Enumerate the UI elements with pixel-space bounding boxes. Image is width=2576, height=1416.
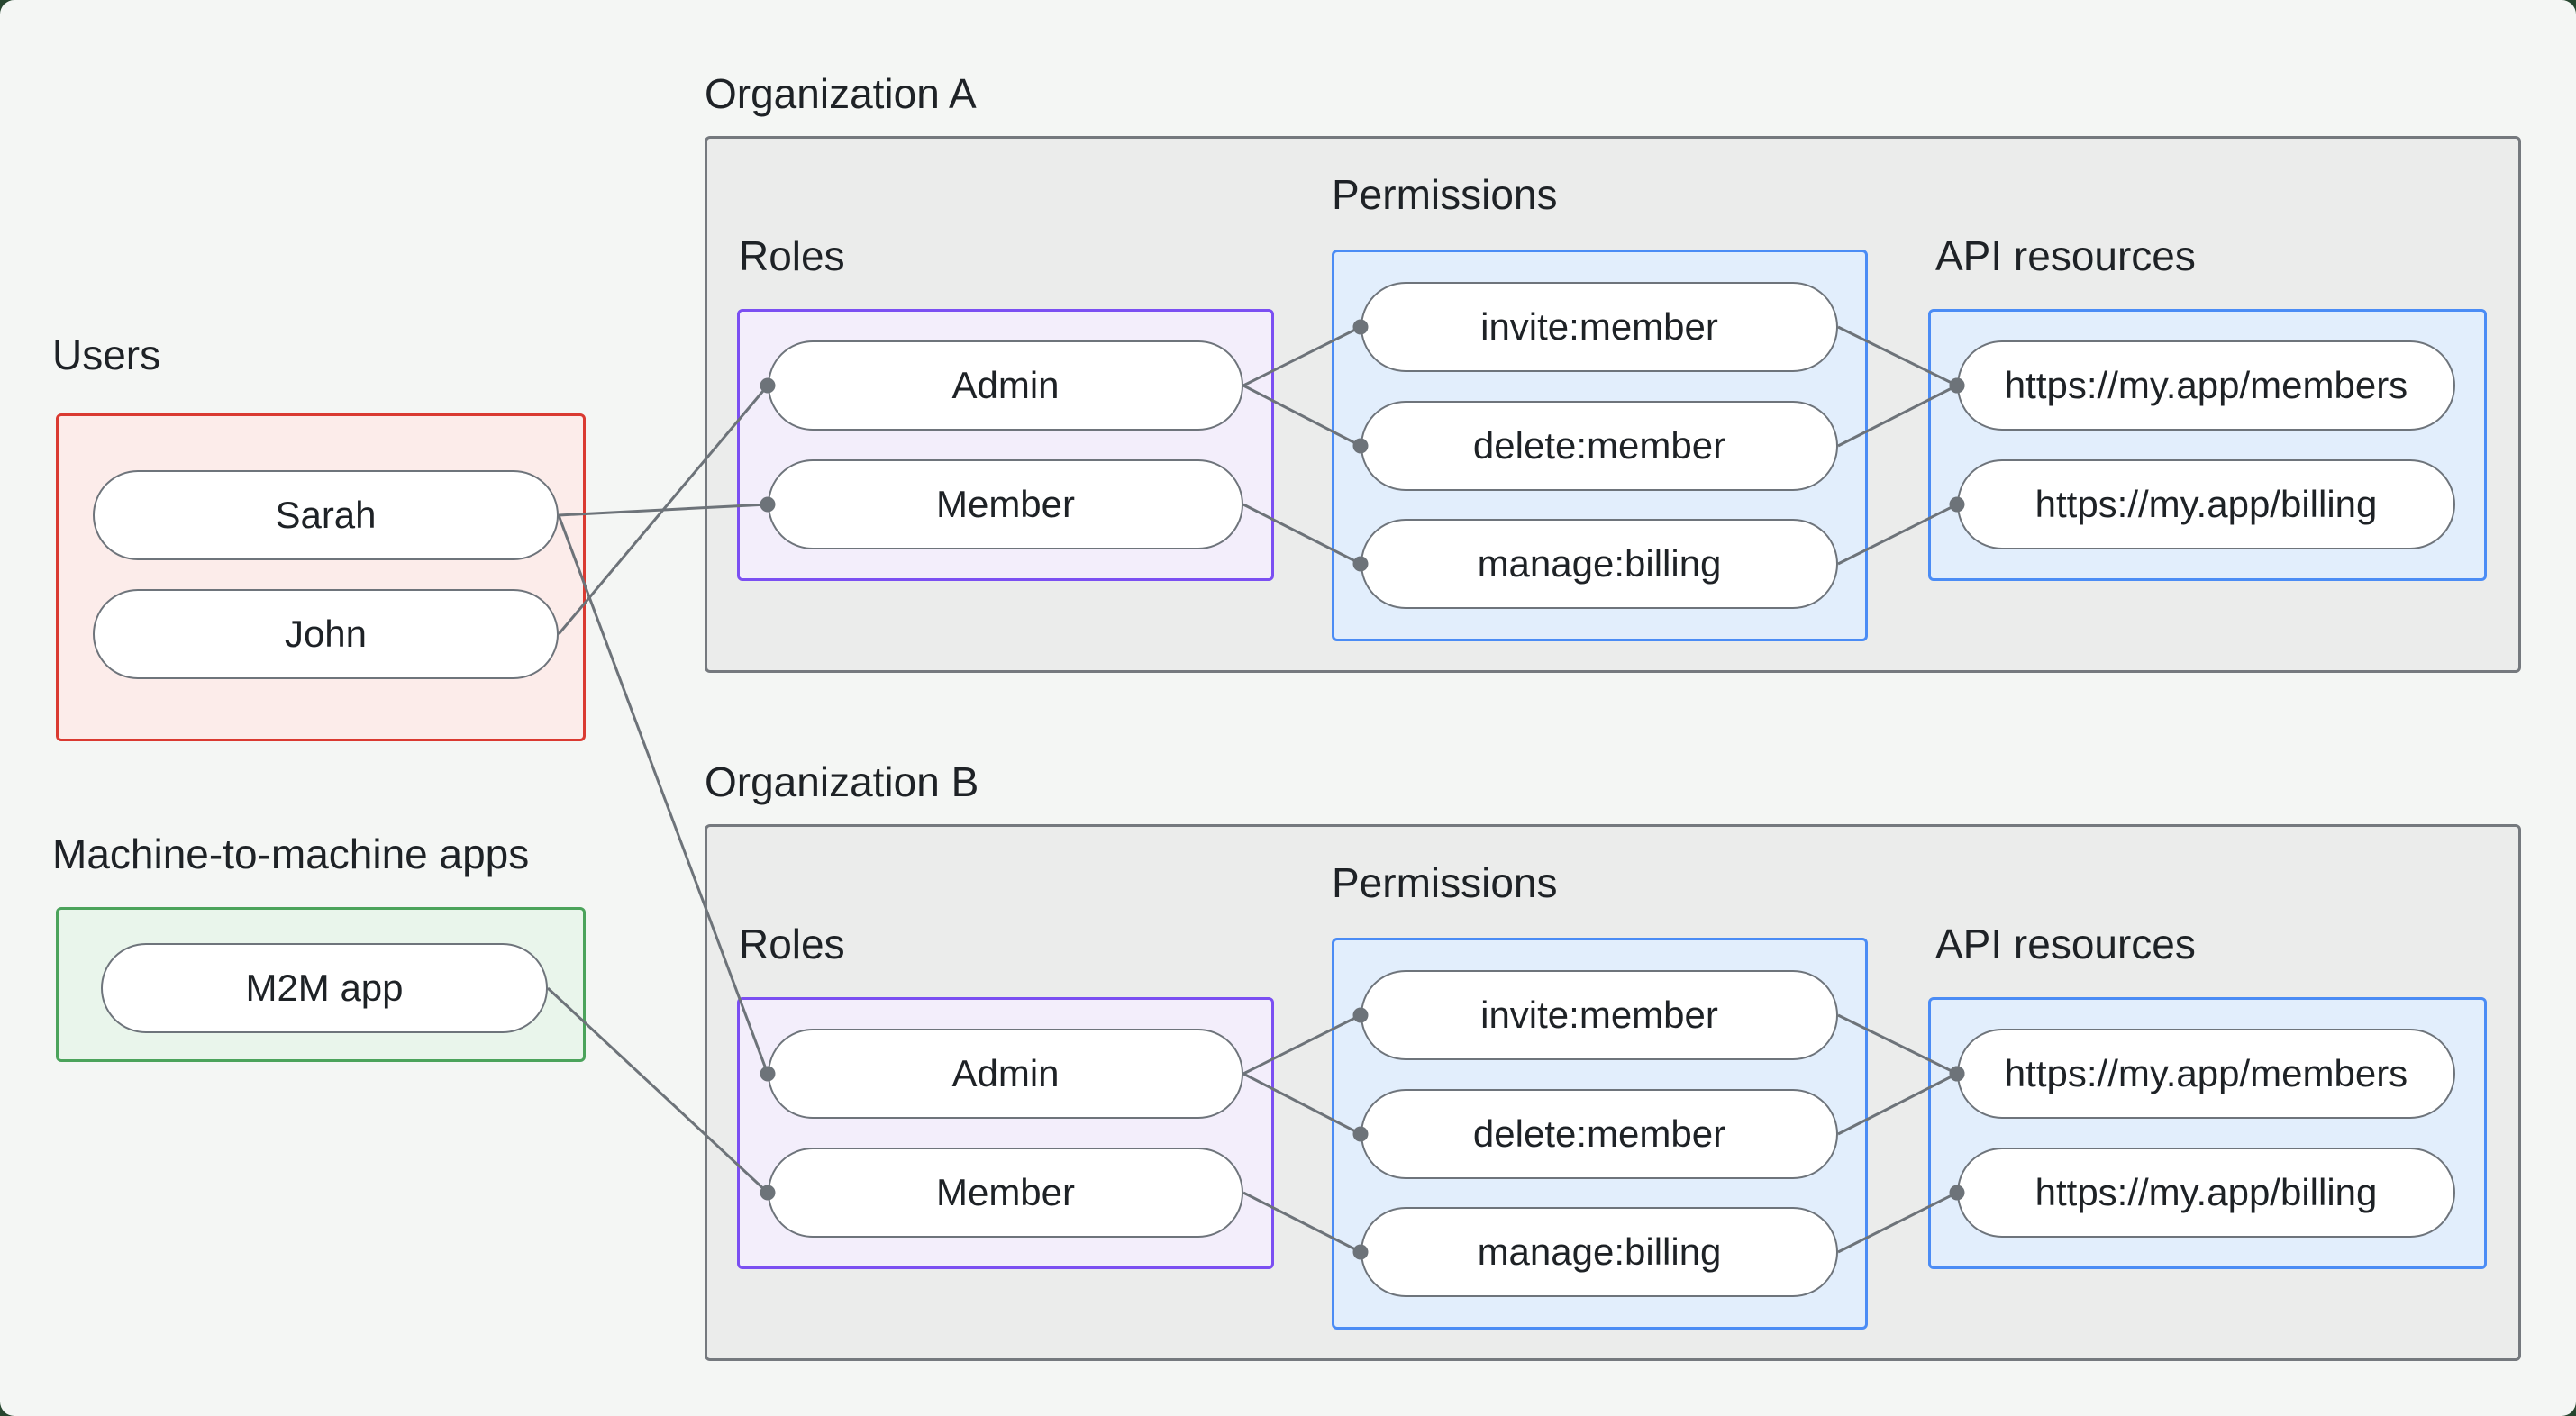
permission-pill-delete-a: delete:member [1361, 401, 1838, 491]
user-pill-john: John [93, 589, 559, 679]
role-pill-member-b: Member [768, 1148, 1243, 1238]
users-label: Users [52, 331, 161, 378]
api-resources-label-b: API resources [1935, 921, 2196, 967]
permission-pill-delete-b: delete:member [1361, 1089, 1838, 1179]
api-pill-members-a: https://my.app/members [1957, 340, 2455, 431]
m2m-label: Machine-to-machine apps [52, 831, 530, 877]
permission-pill-manage-b: manage:billing [1361, 1207, 1838, 1297]
api-pill-billing-b: https://my.app/billing [1957, 1148, 2455, 1238]
role-pill-member-a: Member [768, 459, 1243, 549]
roles-label-b: Roles [739, 921, 845, 967]
role-pill-admin-a: Admin [768, 340, 1243, 431]
permission-pill-invite-b: invite:member [1361, 970, 1838, 1060]
roles-label-a: Roles [739, 232, 845, 279]
users-group-box [56, 413, 586, 741]
role-pill-admin-b: Admin [768, 1029, 1243, 1119]
m2m-pill-app: M2M app [101, 943, 548, 1033]
permission-pill-manage-a: manage:billing [1361, 519, 1838, 609]
api-pill-members-b: https://my.app/members [1957, 1029, 2455, 1119]
api-resources-label-a: API resources [1935, 232, 2196, 279]
permissions-label-b: Permissions [1332, 859, 1558, 906]
org-b-title: Organization B [705, 758, 979, 805]
permissions-label-a: Permissions [1332, 171, 1558, 218]
user-pill-sarah: Sarah [93, 470, 559, 560]
permission-pill-invite-a: invite:member [1361, 282, 1838, 372]
org-a-title: Organization A [705, 70, 977, 117]
api-pill-billing-a: https://my.app/billing [1957, 459, 2455, 549]
